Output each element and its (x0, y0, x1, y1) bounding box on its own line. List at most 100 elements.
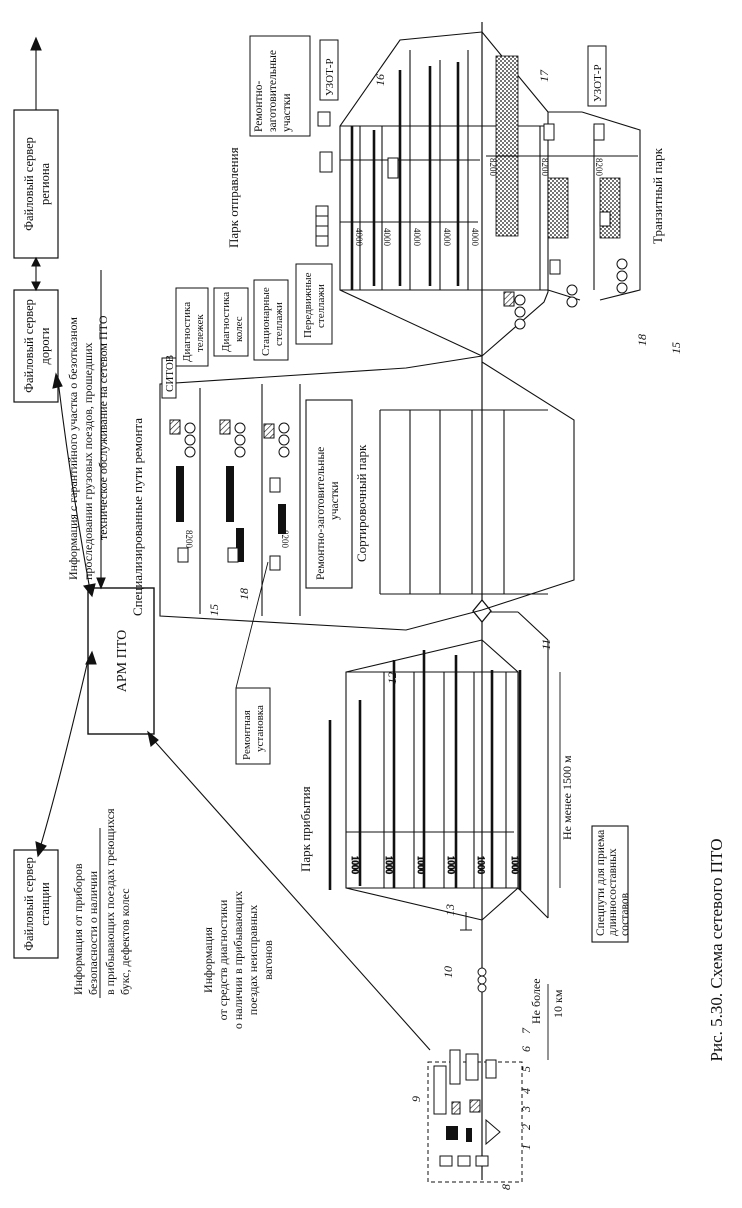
svg-text:установка: установка (254, 705, 266, 752)
svg-text:Диагностика: Диагностика (220, 292, 232, 352)
svg-text:4000: 4000 (382, 228, 392, 247)
svg-text:Рис. 5.30. Схема сетевого ПТО: Рис. 5.30. Схема сетевого ПТО (707, 839, 726, 1062)
road-server: Файловый сервер дороги (13, 289, 59, 403)
sorting-park (159, 355, 575, 631)
svg-text:1000: 1000 (384, 856, 394, 875)
svg-text:Файловый сервер: Файловый сервер (22, 857, 36, 951)
svg-text:Не менее 1500 м: Не менее 1500 м (560, 755, 574, 840)
departure-dimensions: 4000 4000 4000 4000 4000 8200 8200 8200 (340, 155, 638, 247)
svg-text:10: 10 (441, 966, 455, 978)
svg-text:16: 16 (373, 74, 387, 86)
not-more-dim: Не более 10 км (529, 978, 565, 1024)
svg-text:13: 13 (443, 904, 457, 916)
svg-text:11: 11 (539, 639, 553, 650)
svg-text:Файловый сервер: Файловый сервер (22, 299, 36, 393)
svg-text:2: 2 (519, 1124, 533, 1130)
svg-text:Парк отправления: Парк отправления (226, 147, 241, 248)
svg-text:6: 6 (519, 1046, 533, 1052)
svg-text:8200: 8200 (594, 158, 604, 177)
not-less-dim: Не менее 1500 м (559, 672, 574, 888)
svg-text:УЗОТ-Р: УЗОТ-Р (592, 64, 604, 102)
svg-text:1000: 1000 (510, 856, 520, 875)
svg-text:1: 1 (519, 1144, 533, 1150)
svg-text:7: 7 (519, 1027, 533, 1034)
sitov-label: СИТОВ (161, 355, 177, 399)
svg-text:4000: 4000 (354, 228, 364, 247)
number-labels: 1 2 3 4 5 6 7 8 9 10 11 12 13 15 15 16 1… (207, 69, 683, 1190)
diagnostics-info: Информация от средств диагностики о нали… (201, 891, 275, 1029)
warranty-info: Информация с гарантийного участка о безо… (66, 315, 110, 580)
svg-text:дороги: дороги (38, 327, 52, 364)
svg-text:Информация от приборов: Информация от приборов (71, 863, 85, 995)
svg-text:8200: 8200 (488, 158, 498, 177)
svg-text:3: 3 (519, 1106, 533, 1113)
svg-text:Спецпути для приема: Спецпути для приема (595, 830, 607, 936)
departure-small-boxes (315, 111, 628, 330)
transit-park-label: Транзитный парк (650, 147, 665, 244)
repair-prep-center: Ремонтно-заготовительные участки (305, 399, 353, 589)
svg-text:Транзитный парк: Транзитный парк (650, 147, 665, 244)
svg-text:в прибывающих поездах греющихс: в прибывающих поездах греющихся (103, 808, 117, 995)
svg-text:4000: 4000 (412, 228, 422, 247)
svg-text:8200: 8200 (184, 530, 194, 549)
svg-text:1000: 1000 (446, 856, 456, 875)
svg-text:15: 15 (207, 604, 221, 616)
sorting-park-label: Сортировочный парк (354, 444, 369, 562)
svg-text:от средств диагностики: от средств диагностики (216, 899, 230, 1020)
svg-text:Сортировочный парк: Сортировочный парк (354, 444, 369, 562)
svg-text:участки: участки (329, 481, 341, 520)
svg-text:букс, дефектов колес: букс, дефектов колес (118, 888, 132, 995)
svg-text:Информация: Информация (201, 927, 215, 993)
svg-text:Стационарные: Стационарные (260, 287, 272, 356)
svg-text:о наличии в прибывающих: о наличии в прибывающих (231, 891, 245, 1029)
svg-text:4000: 4000 (470, 228, 480, 247)
svg-text:Передвижные: Передвижные (302, 272, 314, 338)
arrival-park (345, 611, 549, 921)
svg-text:Информация с гарантийного учас: Информация с гарантийного участка о безо… (66, 317, 80, 580)
repair-install-label: Ремонтная установка (235, 561, 271, 765)
svg-text:Не более: Не более (529, 978, 543, 1024)
spec-tracks-label: Специализированные пути ремонта (130, 418, 145, 616)
safety-devices-info: Информация от приборов безопасности о на… (71, 808, 132, 995)
svg-text:длинносоставных: длинносоставных (607, 848, 619, 936)
svg-text:Специализированные пути ремонт: Специализированные пути ремонта (130, 418, 145, 616)
svg-text:стеллажи: стеллажи (273, 302, 285, 346)
hump-diamond (472, 598, 492, 624)
diag-wheels-label: Диагностика колес (213, 287, 249, 357)
svg-text:1000: 1000 (416, 856, 426, 875)
svg-text:Диагностика: Диагностика (181, 302, 193, 362)
svg-text:региона: региона (38, 163, 52, 206)
svg-text:участки: участки (281, 93, 293, 132)
svg-text:проследовании грузовых поездов: проследовании грузовых поездов, прошедши… (81, 342, 95, 580)
svg-text:8: 8 (499, 1184, 513, 1190)
svg-text:станции: станции (38, 882, 52, 926)
svg-text:4: 4 (519, 1088, 533, 1094)
diagnostic-sensors (460, 912, 487, 993)
repair-prep-top: Ремонтно- заготовительные участки (249, 35, 311, 137)
svg-text:9: 9 (409, 1096, 423, 1102)
svg-text:техническое обслуживание на се: техническое обслуживание на сетевом ПТО (96, 315, 110, 540)
uzot-label-a: УЗОТ-Р (319, 39, 339, 101)
svg-text:8200: 8200 (234, 530, 244, 549)
region-server: Файловый сервер региона (13, 109, 59, 259)
svg-text:вагонов: вагонов (261, 940, 275, 980)
long-trains-box: Спецпути для приема длинносоставных сост… (591, 825, 631, 943)
departure-tracks (350, 62, 460, 290)
svg-text:4000: 4000 (442, 228, 452, 247)
svg-text:Ремонтная: Ремонтная (241, 710, 253, 760)
arrival-park-label: Парк прибытия (298, 786, 313, 872)
repair-tracks-content: 8200 8200 8200 (169, 419, 290, 571)
svg-text:15: 15 (669, 342, 683, 354)
arm-pto-box: АРМ ПТО (87, 587, 155, 735)
svg-text:стеллажи: стеллажи (315, 284, 327, 328)
svg-text:18: 18 (237, 588, 251, 600)
svg-text:поездах неисправных: поездах неисправных (246, 905, 260, 1015)
mobile-racks-label: Передвижные стеллажи (295, 263, 333, 345)
svg-text:Ремонтно-заготовительные: Ремонтно-заготовительные (315, 447, 327, 580)
station-devices (427, 984, 549, 1183)
departure-park-label: Парк отправления (226, 147, 241, 248)
arrival-dimensions: 1000 1000 1000 1000 1000 1000 (346, 831, 520, 875)
svg-text:АРМ ПТО: АРМ ПТО (115, 630, 130, 692)
svg-text:Ремонтно-: Ремонтно- (253, 81, 265, 132)
